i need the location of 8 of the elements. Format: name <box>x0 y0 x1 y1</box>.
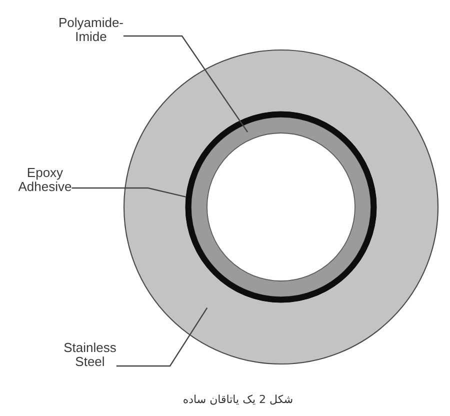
outer-ring <box>123 50 439 364</box>
leader-line <box>72 187 186 198</box>
leader-line <box>116 308 208 367</box>
part-label: Stainless Steel <box>64 341 116 369</box>
figure-caption: شکل 2 یک یاتاقان ساده <box>182 393 294 407</box>
leader-line <box>124 35 248 132</box>
part-label: Epoxy Adhesive <box>18 166 72 194</box>
part-label: Polyamide-Imide <box>58 16 124 44</box>
